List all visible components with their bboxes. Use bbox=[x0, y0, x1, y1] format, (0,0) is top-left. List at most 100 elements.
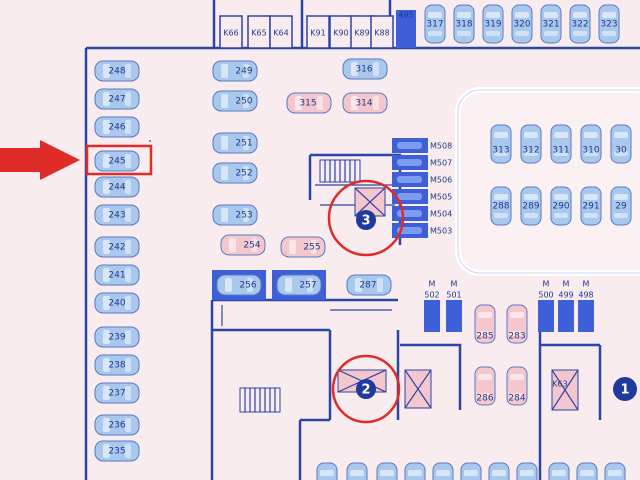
parking-space[interactable]: 244 bbox=[94, 176, 140, 198]
parking-space[interactable]: 247 bbox=[94, 88, 140, 110]
parking-space[interactable]: 237 bbox=[94, 382, 140, 404]
parking-space[interactable]: 317 bbox=[424, 4, 446, 44]
storage-unit[interactable]: K66 bbox=[219, 15, 243, 49]
space-number: 314 bbox=[355, 99, 372, 109]
pointer-arrow-icon bbox=[0, 140, 80, 180]
space-number: 253 bbox=[235, 211, 252, 221]
parking-space[interactable]: 285 bbox=[474, 304, 496, 344]
parking-space[interactable]: 310 bbox=[580, 124, 602, 164]
parking-block-outline bbox=[455, 87, 640, 276]
parking-space[interactable]: 313 bbox=[490, 124, 512, 164]
storage-unit[interactable]: K91 bbox=[306, 15, 330, 49]
parking-space[interactable] bbox=[404, 462, 426, 480]
storage-unit[interactable]: K90 bbox=[329, 15, 353, 49]
unit-marker bbox=[397, 193, 422, 200]
parking-space[interactable]: 315 bbox=[286, 92, 332, 114]
parking-space[interactable]: 243 bbox=[94, 204, 140, 226]
space-number: 244 bbox=[108, 183, 125, 193]
parking-space[interactable]: 320 bbox=[511, 4, 533, 44]
parking-space[interactable]: 290 bbox=[550, 186, 572, 226]
zone-number: 2 bbox=[361, 383, 370, 398]
parking-space[interactable]: 235 bbox=[94, 440, 140, 462]
parking-space[interactable]: 238 bbox=[94, 354, 140, 376]
parking-space[interactable] bbox=[316, 462, 338, 480]
space-number: 319 bbox=[484, 20, 501, 30]
storage-box bbox=[446, 300, 462, 332]
parking-space[interactable] bbox=[488, 462, 510, 480]
parking-space[interactable] bbox=[604, 462, 626, 480]
storage-unit[interactable]: K65 bbox=[247, 15, 271, 49]
space-number: 249 bbox=[235, 67, 252, 77]
storage-unit[interactable]: K88 bbox=[370, 15, 394, 49]
parking-space[interactable]: 239 bbox=[94, 326, 140, 348]
parking-space[interactable]: 283 bbox=[506, 304, 528, 344]
storage-label: K64 bbox=[273, 29, 288, 38]
parking-space-highlighted[interactable]: 245 bbox=[94, 150, 140, 172]
storage-unit[interactable]: K89 bbox=[350, 15, 374, 49]
parking-space[interactable]: 248 bbox=[94, 60, 140, 82]
parking-space[interactable]: 288 bbox=[490, 186, 512, 226]
parking-space[interactable]: 30 bbox=[610, 124, 632, 164]
parking-space[interactable] bbox=[346, 462, 368, 480]
parking-space[interactable]: 240 bbox=[94, 292, 140, 314]
parking-space[interactable]: 242 bbox=[94, 236, 140, 258]
parking-space[interactable]: 319 bbox=[482, 4, 504, 44]
parking-space[interactable]: 322 bbox=[569, 4, 591, 44]
storage-unit-m[interactable]: M505 bbox=[392, 189, 452, 204]
parking-space[interactable] bbox=[432, 462, 454, 480]
parking-space[interactable]: 287 bbox=[346, 274, 392, 296]
parking-space[interactable]: 255 bbox=[280, 236, 326, 258]
parking-space[interactable]: 314 bbox=[342, 92, 388, 114]
storage-unit-m[interactable]: M506 bbox=[392, 172, 452, 187]
parking-space[interactable]: 241 bbox=[94, 264, 140, 286]
parking-space[interactable]: 249 bbox=[212, 60, 258, 82]
parking-space[interactable] bbox=[376, 462, 398, 480]
storage-unit[interactable]: K64 bbox=[269, 15, 293, 49]
parking-space[interactable]: 284 bbox=[506, 366, 528, 406]
zone-3[interactable]: 3 bbox=[327, 179, 405, 257]
zone-2[interactable]: 2 bbox=[331, 354, 401, 424]
parking-space[interactable]: 316 bbox=[342, 58, 388, 80]
parking-space[interactable]: 312 bbox=[520, 124, 542, 164]
storage-unit[interactable]: K63 bbox=[552, 380, 567, 389]
parking-space[interactable] bbox=[460, 462, 482, 480]
parking-space[interactable]: 254 bbox=[220, 234, 266, 256]
storage-unit[interactable]: 495 bbox=[396, 10, 416, 48]
car-icon bbox=[520, 124, 542, 164]
parking-space[interactable]: 286 bbox=[474, 366, 496, 406]
space-number: 287 bbox=[359, 281, 376, 291]
parking-space[interactable]: 252 bbox=[212, 162, 258, 184]
storage-unit-m[interactable]: M507 bbox=[392, 155, 452, 170]
unit-marker bbox=[397, 142, 422, 149]
parking-space[interactable] bbox=[548, 462, 570, 480]
parking-space[interactable]: 246 bbox=[94, 116, 140, 138]
zone-1[interactable]: 1 bbox=[613, 377, 637, 401]
parking-space[interactable]: 253 bbox=[212, 204, 258, 226]
car-icon bbox=[580, 124, 602, 164]
space-number: 320 bbox=[513, 20, 530, 30]
parking-space[interactable]: 251 bbox=[212, 132, 258, 154]
parking-space[interactable]: 257 bbox=[276, 274, 322, 296]
storage-unit-m[interactable]: M508 bbox=[392, 138, 452, 153]
parking-space[interactable]: 318 bbox=[453, 4, 475, 44]
parking-space[interactable]: 291 bbox=[580, 186, 602, 226]
parking-space[interactable]: 311 bbox=[550, 124, 572, 164]
parking-space[interactable] bbox=[516, 462, 538, 480]
parking-space[interactable]: 256 bbox=[216, 274, 262, 296]
parking-space[interactable]: 289 bbox=[520, 186, 542, 226]
parking-space[interactable]: 321 bbox=[540, 4, 562, 44]
space-number: 246 bbox=[108, 123, 125, 133]
storage-label: K89 bbox=[354, 29, 369, 38]
storage-label: M505 bbox=[430, 193, 452, 202]
parking-space[interactable]: 250 bbox=[212, 90, 258, 112]
parking-space[interactable] bbox=[576, 462, 598, 480]
parking-space[interactable]: 323 bbox=[598, 4, 620, 44]
parking-space[interactable]: 236 bbox=[94, 414, 140, 436]
space-number: 239 bbox=[108, 333, 125, 343]
parking-space[interactable]: 29 bbox=[610, 186, 632, 226]
